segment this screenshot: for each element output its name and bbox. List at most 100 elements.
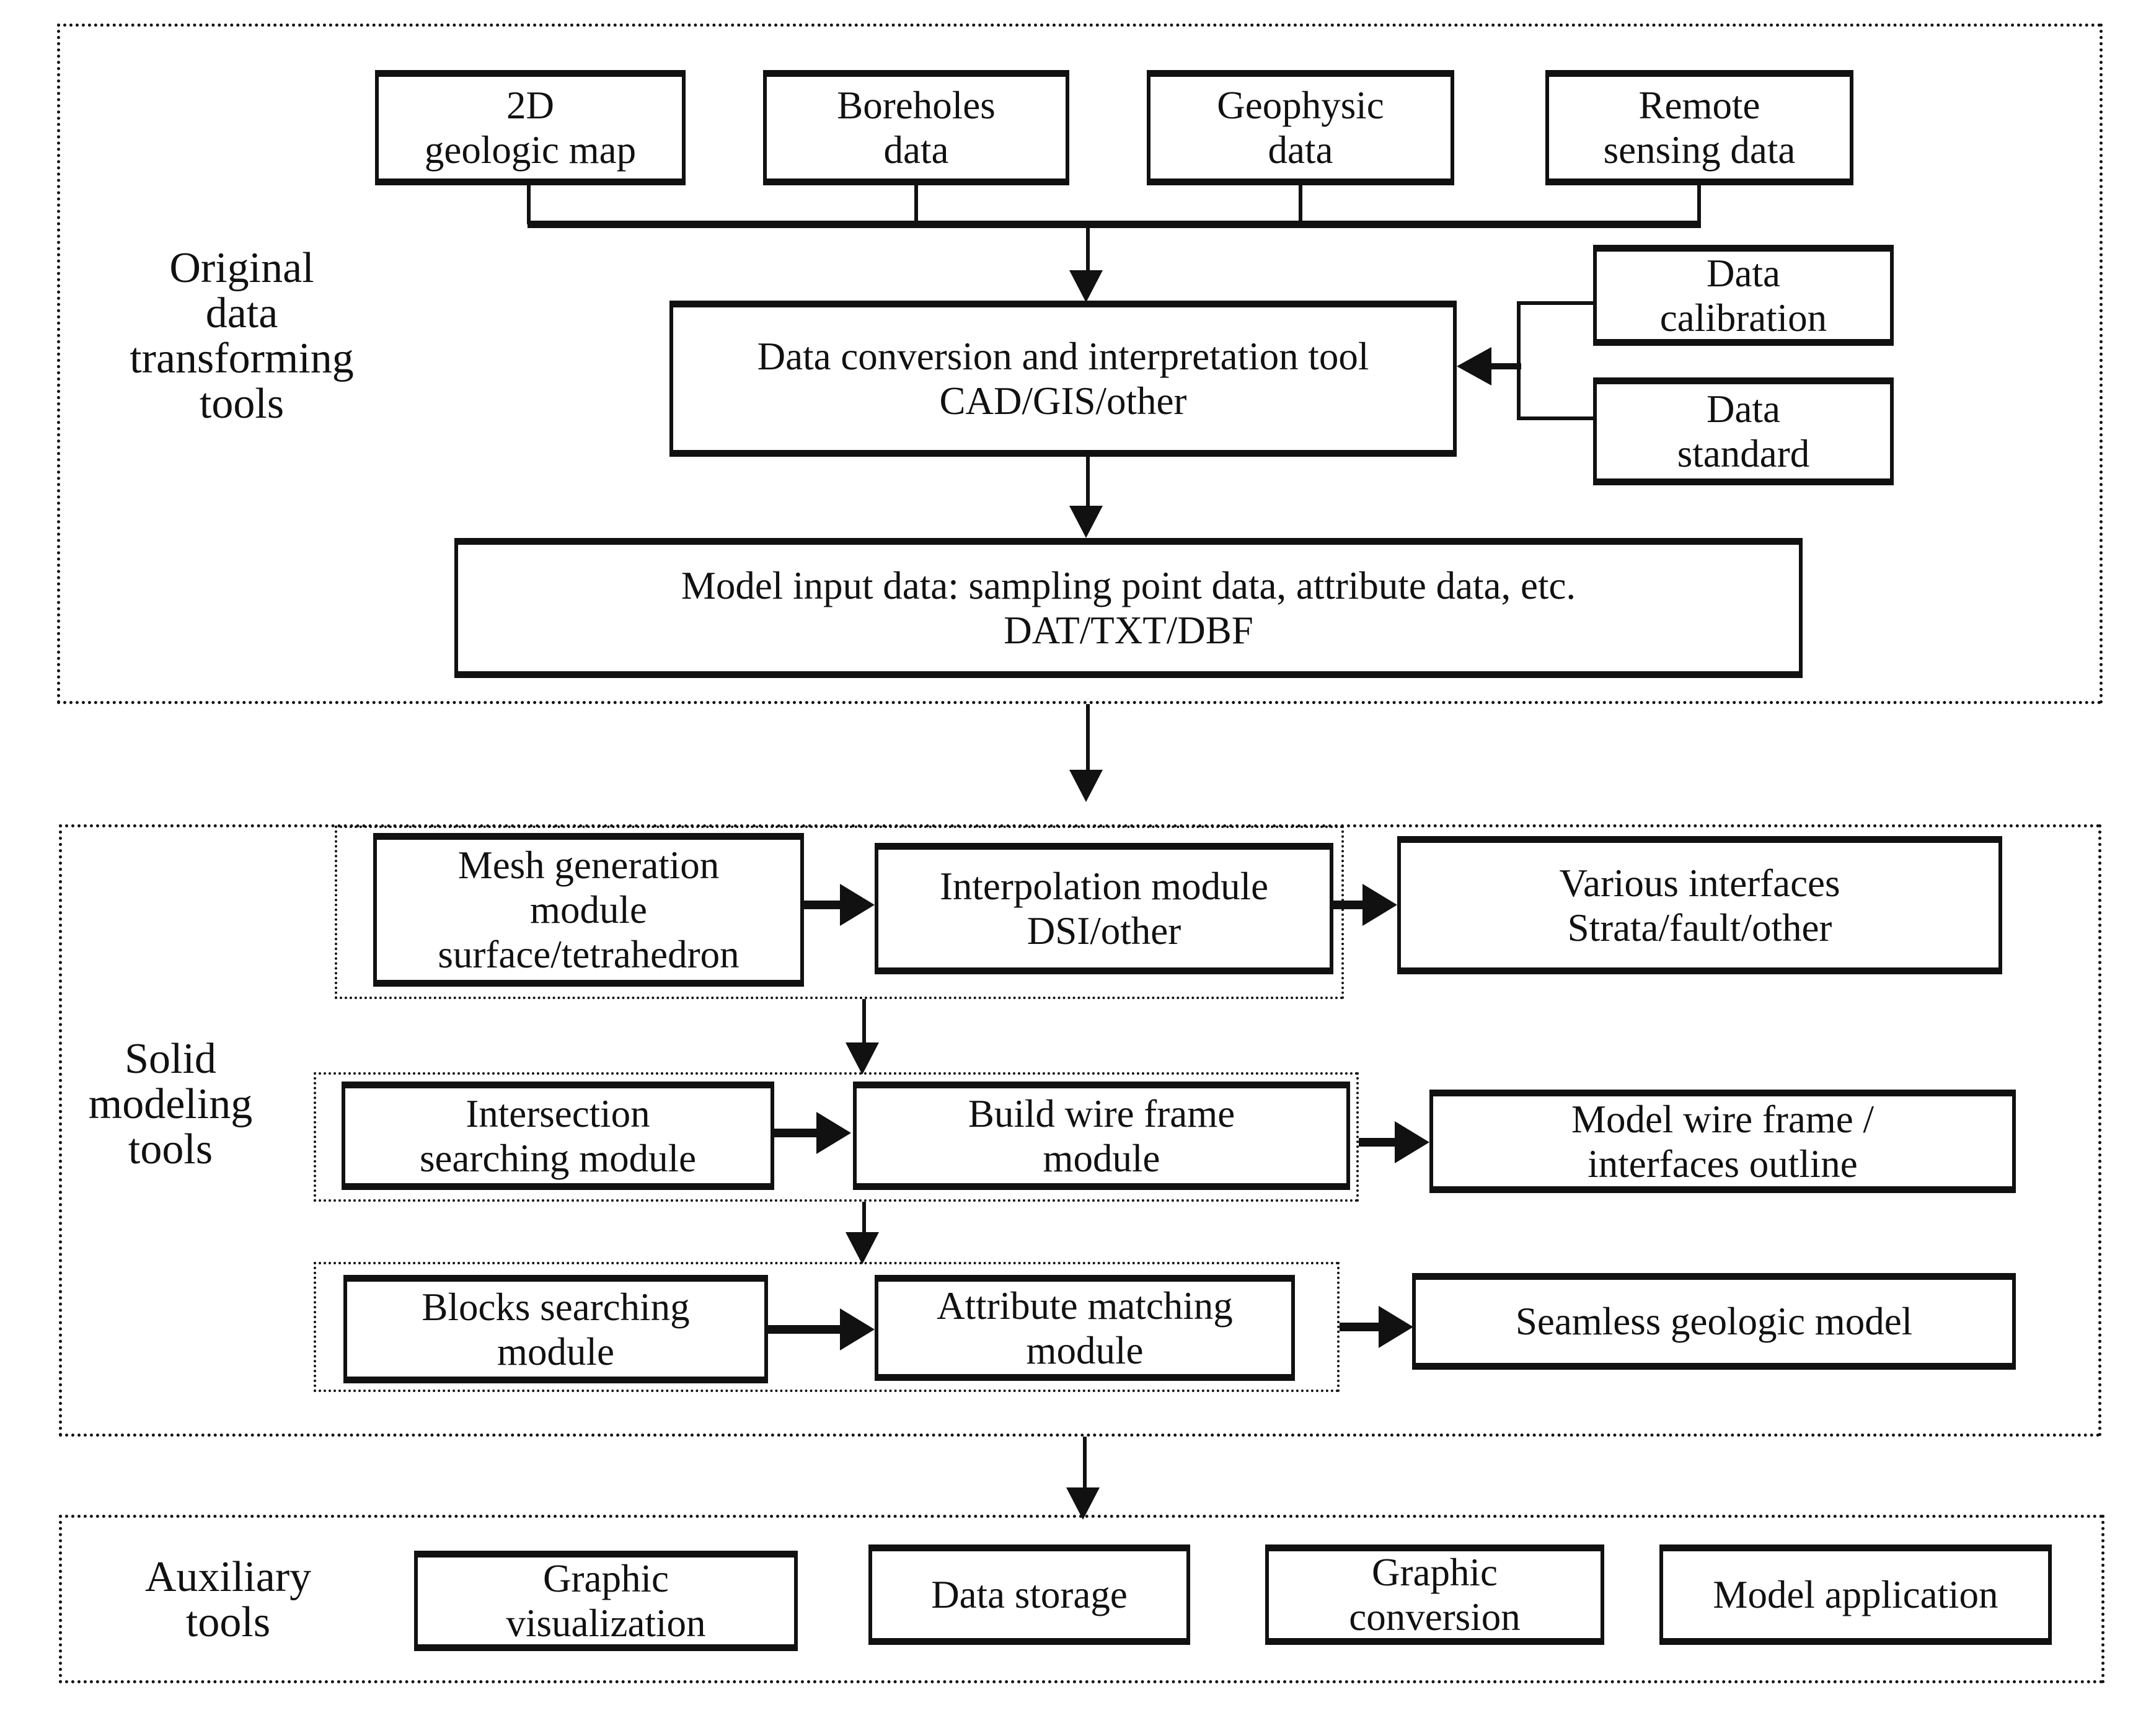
arrow-shaft-mesh-to-interpolation [804,901,842,909]
box-line: Data conversion and interpretation tool [757,335,1369,378]
arrowhead-right-build [816,1112,851,1154]
bracket-stub-calibration [1517,301,1594,305]
connector-stub-remote-sensing [1697,185,1701,224]
arrow-shaft-section1-to-section2 [1086,704,1090,771]
box-build-wire-frame-module: Build wire frame module [853,1082,1350,1190]
box-line: Model application [1713,1573,1998,1616]
arrow-shaft-to-conversion [1086,228,1090,273]
label-line: tools [199,380,285,428]
label-line: Auxiliary [144,1553,312,1601]
label-line: Original [169,244,314,292]
box-line: Intersection [466,1091,650,1135]
connector-stub-geologic-map [527,185,531,224]
box-line: Attribute matching [937,1284,1233,1328]
box-line: Graphic [543,1557,669,1600]
bracket-vertical-line [1517,301,1521,420]
box-line: geologic map [424,128,637,172]
box-interpolation-module: Interpolation module DSI/other [875,843,1333,974]
box-line: module [1043,1136,1160,1180]
connector-stub-boreholes [914,185,918,224]
box-line: data [883,128,949,172]
arrow-shaft-interpolation-to-interfaces [1333,901,1366,909]
box-line: conversion [1349,1595,1521,1639]
box-line: DAT/TXT/DBF [1004,609,1253,652]
box-line: Strata/fault/other [1567,905,1832,950]
box-line: data [1268,128,1333,172]
label-line: data [205,289,278,337]
arrow-shaft-row1-to-row2 [862,999,866,1045]
section-label-solid: Solid modeling tools [59,1036,282,1172]
box-attribute-matching-module: Attribute matching module [875,1275,1295,1381]
arrowhead-down-section2 [1069,770,1103,802]
arrowhead-down-section3 [1066,1487,1100,1520]
box-model-wire-frame: Model wire frame / interfaces outline [1429,1090,2016,1193]
arrowhead-down-row2 [846,1042,879,1075]
box-line: Remote [1638,84,1760,127]
box-line: Data [1707,387,1780,431]
connector-stub-geophysic [1299,185,1302,224]
box-boreholes-data: Boreholes data [763,70,1069,185]
box-geophysic-data: Geophysic data [1147,70,1454,185]
box-line: Seamless geologic model [1515,1300,1913,1343]
box-line: Mesh generation [457,844,720,887]
box-data-calibration: Data calibration [1593,245,1894,346]
arrowhead-left-into-conversion [1457,347,1491,386]
connector-bus-line [528,221,1701,228]
box-line: 2D [506,84,554,127]
box-line: Model input data: sampling point data, a… [681,564,1576,607]
box-line: Build wire frame [968,1091,1235,1135]
section-label-original: Original data transforming tools [71,245,412,426]
arrow-shaft-intersection-to-build [774,1129,819,1137]
box-line: Blocks searching [422,1285,690,1329]
arrowhead-down-to-conversion [1069,270,1103,302]
box-line: calibration [1659,296,1827,340]
box-line: Data storage [931,1573,1128,1616]
box-line: sensing data [1603,128,1796,172]
arrowhead-down-to-model-input [1069,506,1103,538]
arrow-shaft-to-model-input [1086,457,1090,508]
section-original-data-tools [57,24,2103,704]
arrowhead-right-model-wire [1395,1121,1429,1163]
arrow-shaft-blocks-to-attribute [768,1325,844,1334]
arrowhead-down-row3 [846,1232,879,1264]
box-line: Model wire frame / [1571,1097,1875,1141]
box-line: Boreholes [837,84,996,127]
box-various-interfaces: Various interfaces Strata/fault/other [1397,836,2002,974]
box-line: Various interfaces [1559,861,1840,905]
box-2d-geologic-map: 2D geologic map [375,70,686,185]
label-line: tools [128,1126,213,1173]
box-line: interfaces outline [1588,1142,1858,1186]
arrow-shaft-section2-to-section3 [1083,1437,1087,1489]
arrow-shaft-into-conversion [1486,363,1521,369]
box-line: standard [1677,432,1810,475]
section-label-auxiliary: Auxiliary tools [89,1554,368,1645]
box-line: module [497,1329,614,1373]
box-data-conversion-tool: Data conversion and interpretation tool … [669,301,1457,457]
box-line: module [530,888,647,932]
box-data-storage: Data storage [868,1544,1190,1645]
box-model-input-data: Model input data: sampling point data, a… [454,538,1803,678]
box-line: searching module [419,1136,697,1180]
bracket-stub-standard [1517,416,1594,420]
box-line: Data [1707,251,1780,295]
label-line: Solid [125,1035,216,1083]
label-line: tools [185,1598,271,1646]
box-line: CAD/GIS/other [939,379,1187,423]
label-line: modeling [88,1080,253,1128]
arrowhead-right-interpolation [840,884,875,926]
box-line: module [1026,1328,1144,1372]
box-seamless-geologic-model: Seamless geologic model [1412,1273,2016,1370]
box-mesh-generation-module: Mesh generation module surface/tetrahedr… [373,833,804,987]
box-intersection-searching-module: Intersection searching module [342,1082,774,1190]
box-line: Interpolation module [939,865,1269,908]
box-line: Graphic [1372,1551,1498,1594]
dotted-group-mesh-interpolation [335,826,1344,999]
arrowhead-right-seamless [1379,1306,1413,1348]
arrowhead-right-interfaces [1362,884,1397,926]
box-blocks-searching-module: Blocks searching module [343,1275,768,1383]
dotted-group-intersection-build [314,1072,1359,1202]
box-line: surface/tetrahedron [438,933,740,976]
dotted-group-blocks-attribute [314,1262,1340,1392]
box-line: visualization [506,1602,706,1645]
